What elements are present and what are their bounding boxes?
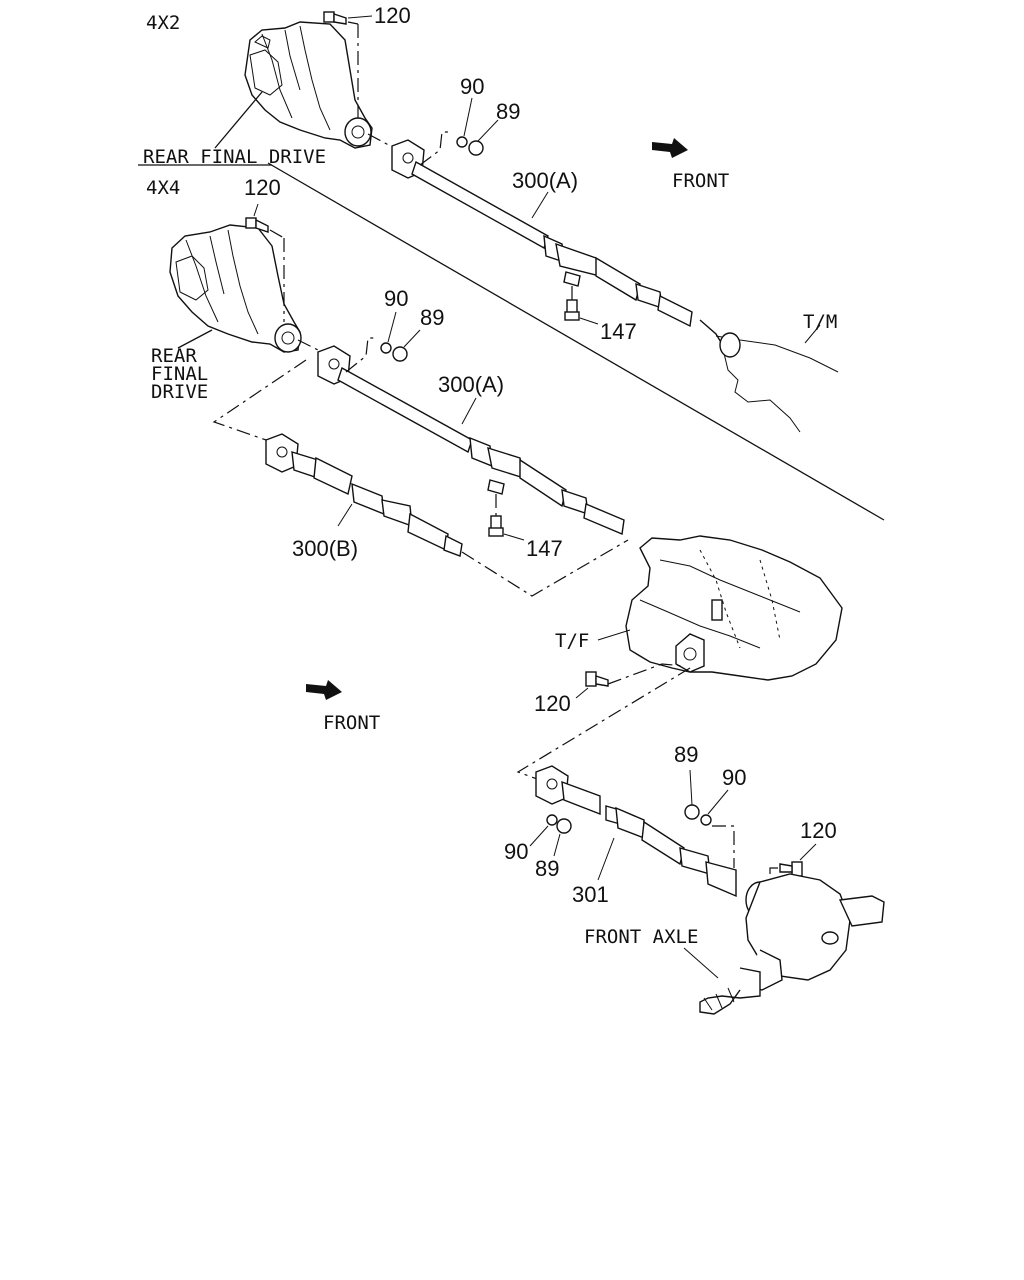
rear-final-drive-4x4-label-line2: FINAL (151, 363, 208, 385)
front-arrow-left-icon (306, 680, 342, 700)
leader-300a-top (531, 191, 549, 219)
clip-nut-mid (345, 311, 421, 373)
tm-label: T/M (803, 311, 837, 333)
callout-89-top: 89 (496, 99, 520, 124)
clip-nut-front-upper (684, 769, 735, 868)
bolt-120-front (769, 843, 817, 890)
callout-90-front-low: 90 (504, 839, 528, 864)
rear-final-drive-4x4-label-line1: REAR (151, 345, 197, 367)
clip-nut-front-lower (529, 814, 572, 857)
leader-rear-final-drive-4x2 (214, 91, 263, 149)
bolt-147-mid (488, 494, 525, 541)
leader-300a-mid (461, 397, 477, 425)
bolt-120-mid (245, 203, 285, 322)
propeller-shaft-300a-top (367, 133, 693, 328)
callout-89-front-low: 89 (535, 856, 559, 881)
rear-final-drive-4x4-label-line3: DRIVE (151, 381, 208, 403)
transfer-case-tf (597, 535, 843, 681)
callout-120-tf: 120 (534, 691, 571, 716)
callout-300a-mid: 300(A) (438, 372, 504, 397)
callout-120-mid: 120 (244, 175, 281, 200)
propeller-shaft-300a-mid (297, 339, 625, 535)
callout-300a-top: 300(A) (512, 168, 578, 193)
callout-147-mid: 147 (526, 536, 563, 561)
rear-final-drive-4x4 (169, 224, 302, 353)
callout-89-front: 89 (674, 742, 698, 767)
transmission-tm (699, 319, 839, 433)
bolt-147-top (564, 286, 599, 325)
callout-90-top: 90 (460, 74, 484, 99)
bolt-120-top (323, 11, 373, 118)
section-label-4x2: 4X2 (146, 12, 180, 34)
section-label-4x4: 4X4 (146, 177, 180, 199)
tf-label: T/F (555, 630, 589, 652)
front-arrow-top-icon (652, 138, 688, 158)
callout-120-front: 120 (800, 818, 837, 843)
bolt-120-tf (575, 663, 685, 699)
rear-final-drive-4x2 (244, 21, 373, 149)
front-axle-label: FRONT AXLE (584, 926, 698, 948)
front-label-top: FRONT (672, 170, 729, 192)
callout-89-mid: 89 (420, 305, 444, 330)
clip-nut-top (419, 97, 499, 166)
front-label-left: FRONT (323, 712, 380, 734)
rear-final-drive-4x2-label: REAR FINAL DRIVE (143, 146, 326, 168)
front-propeller-shaft-301 (516, 667, 737, 898)
callout-301: 301 (572, 882, 609, 907)
callout-120-top: 120 (374, 3, 411, 28)
section-divider-line (267, 162, 885, 521)
callout-90-front: 90 (722, 765, 746, 790)
callout-300b: 300(B) (292, 536, 358, 561)
leader-rear-final-drive-4x4 (177, 329, 213, 349)
callout-90-mid: 90 (384, 286, 408, 311)
callout-147-top: 147 (600, 319, 637, 344)
propeller-shaft-300b (212, 359, 629, 597)
front-axle (683, 873, 885, 1015)
